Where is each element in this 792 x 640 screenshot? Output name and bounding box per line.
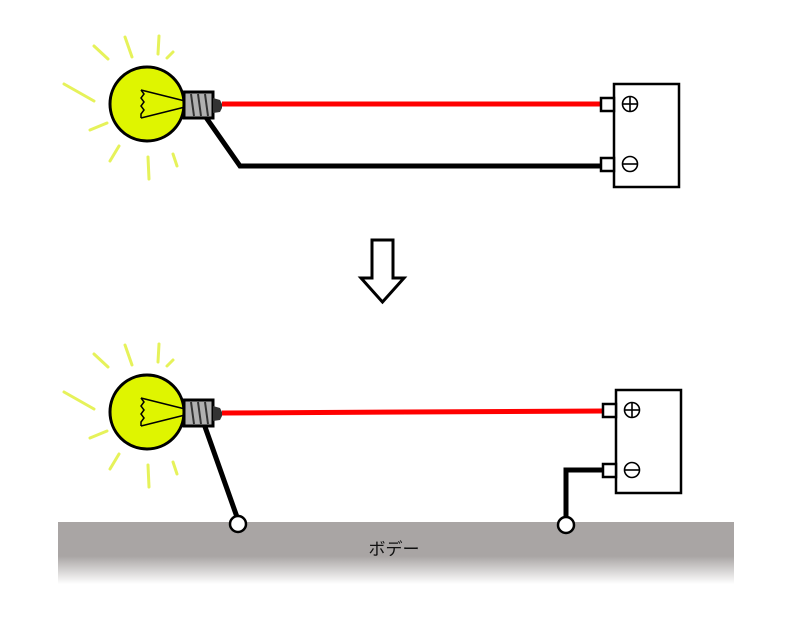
ground-point bbox=[228, 514, 248, 534]
down-arrow-icon bbox=[357, 238, 408, 305]
battery-icon bbox=[599, 82, 681, 189]
bulb-ground-wire bbox=[201, 423, 240, 518]
bulb-icon bbox=[62, 34, 224, 181]
bulb-icon bbox=[62, 342, 224, 489]
negative-wire bbox=[202, 114, 602, 169]
bottom-circuit bbox=[62, 342, 683, 535]
top-circuit bbox=[62, 34, 681, 189]
vehicle-body bbox=[58, 522, 734, 584]
positive-wire bbox=[221, 408, 605, 416]
battery-ground-wire bbox=[563, 467, 604, 518]
ground-point bbox=[556, 515, 576, 535]
battery-icon bbox=[601, 388, 683, 495]
body-label: ボデー bbox=[369, 539, 420, 560]
